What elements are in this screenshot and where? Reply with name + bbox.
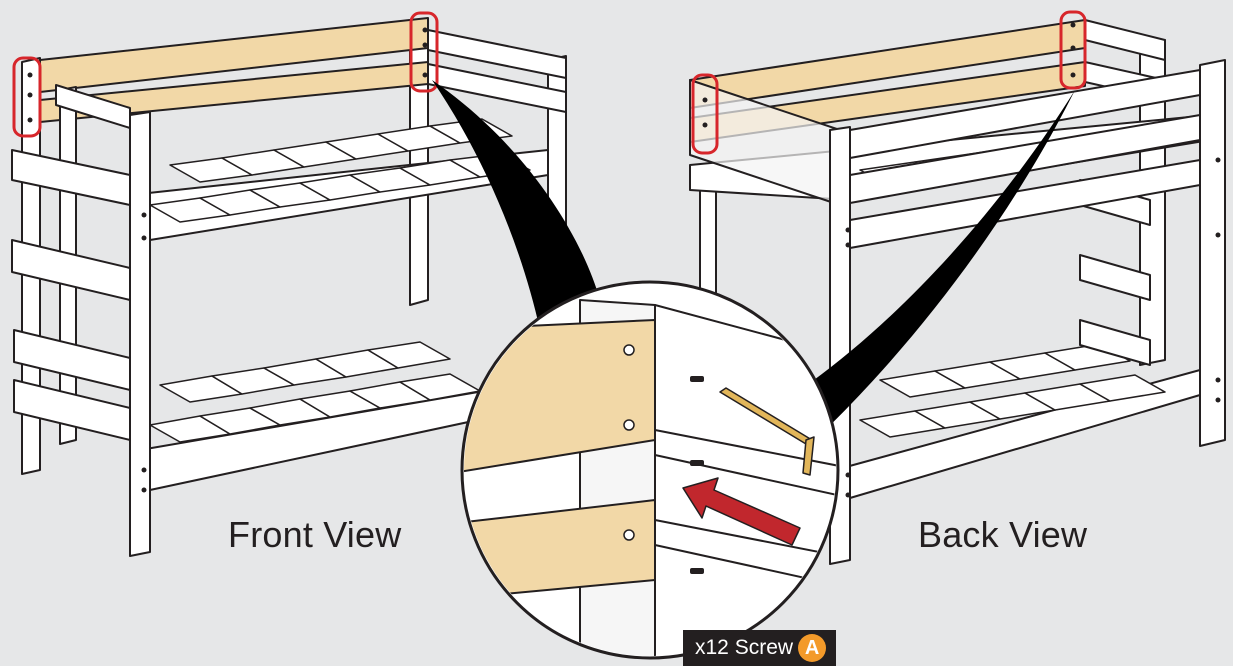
back-near-rail-1: [849, 69, 1201, 159]
part-quantity-text: x12 Screw: [695, 636, 794, 659]
front-view-bed: [11, 17, 567, 557]
back-near-rail-3: [849, 159, 1201, 249]
front-guard-rail: [55, 84, 131, 129]
back-highlights: [691, 10, 1087, 155]
highlight-back-left-rail-end: [691, 73, 719, 155]
callout-pointer-icon: [432, 80, 600, 330]
back-view-bed: [689, 19, 1226, 565]
upper-slats: [149, 118, 531, 223]
part-letter-badge: A: [798, 634, 827, 662]
right-guard-rail-1: [427, 29, 567, 79]
lower-slats: [149, 341, 481, 443]
left-end-rail-1: [11, 149, 131, 206]
left-end-rail-2: [11, 239, 131, 301]
back-near-right-post: [1199, 59, 1226, 447]
left-end-rail-4: [13, 379, 131, 441]
front-bolt-dots: [27, 27, 428, 493]
back-bolt-dots: [702, 22, 1221, 498]
highlight-back-right-rail-end: [1059, 10, 1087, 90]
hex-key-icon: [719, 387, 815, 476]
front-highlights: [12, 11, 439, 138]
part-quantity-tag: x12 Screw A: [683, 630, 837, 666]
screw-icon: [690, 376, 704, 574]
left-end-rail-3: [13, 329, 131, 391]
front-left-post: [129, 111, 151, 557]
zoom-detail: [460, 280, 840, 660]
callout-pointer-icon: [800, 90, 1075, 440]
insertion-arrow-icon: [682, 477, 801, 546]
back-lower-slats: [859, 343, 1166, 438]
highlight-right-rail-end: [409, 11, 439, 93]
highlight-left-rail-end: [12, 56, 42, 138]
front-view-label: Front View: [228, 514, 402, 555]
back-near-rail-2: [849, 114, 1201, 204]
right-guard-rail-2: [427, 63, 567, 113]
back-view-label: Back View: [918, 514, 1088, 555]
